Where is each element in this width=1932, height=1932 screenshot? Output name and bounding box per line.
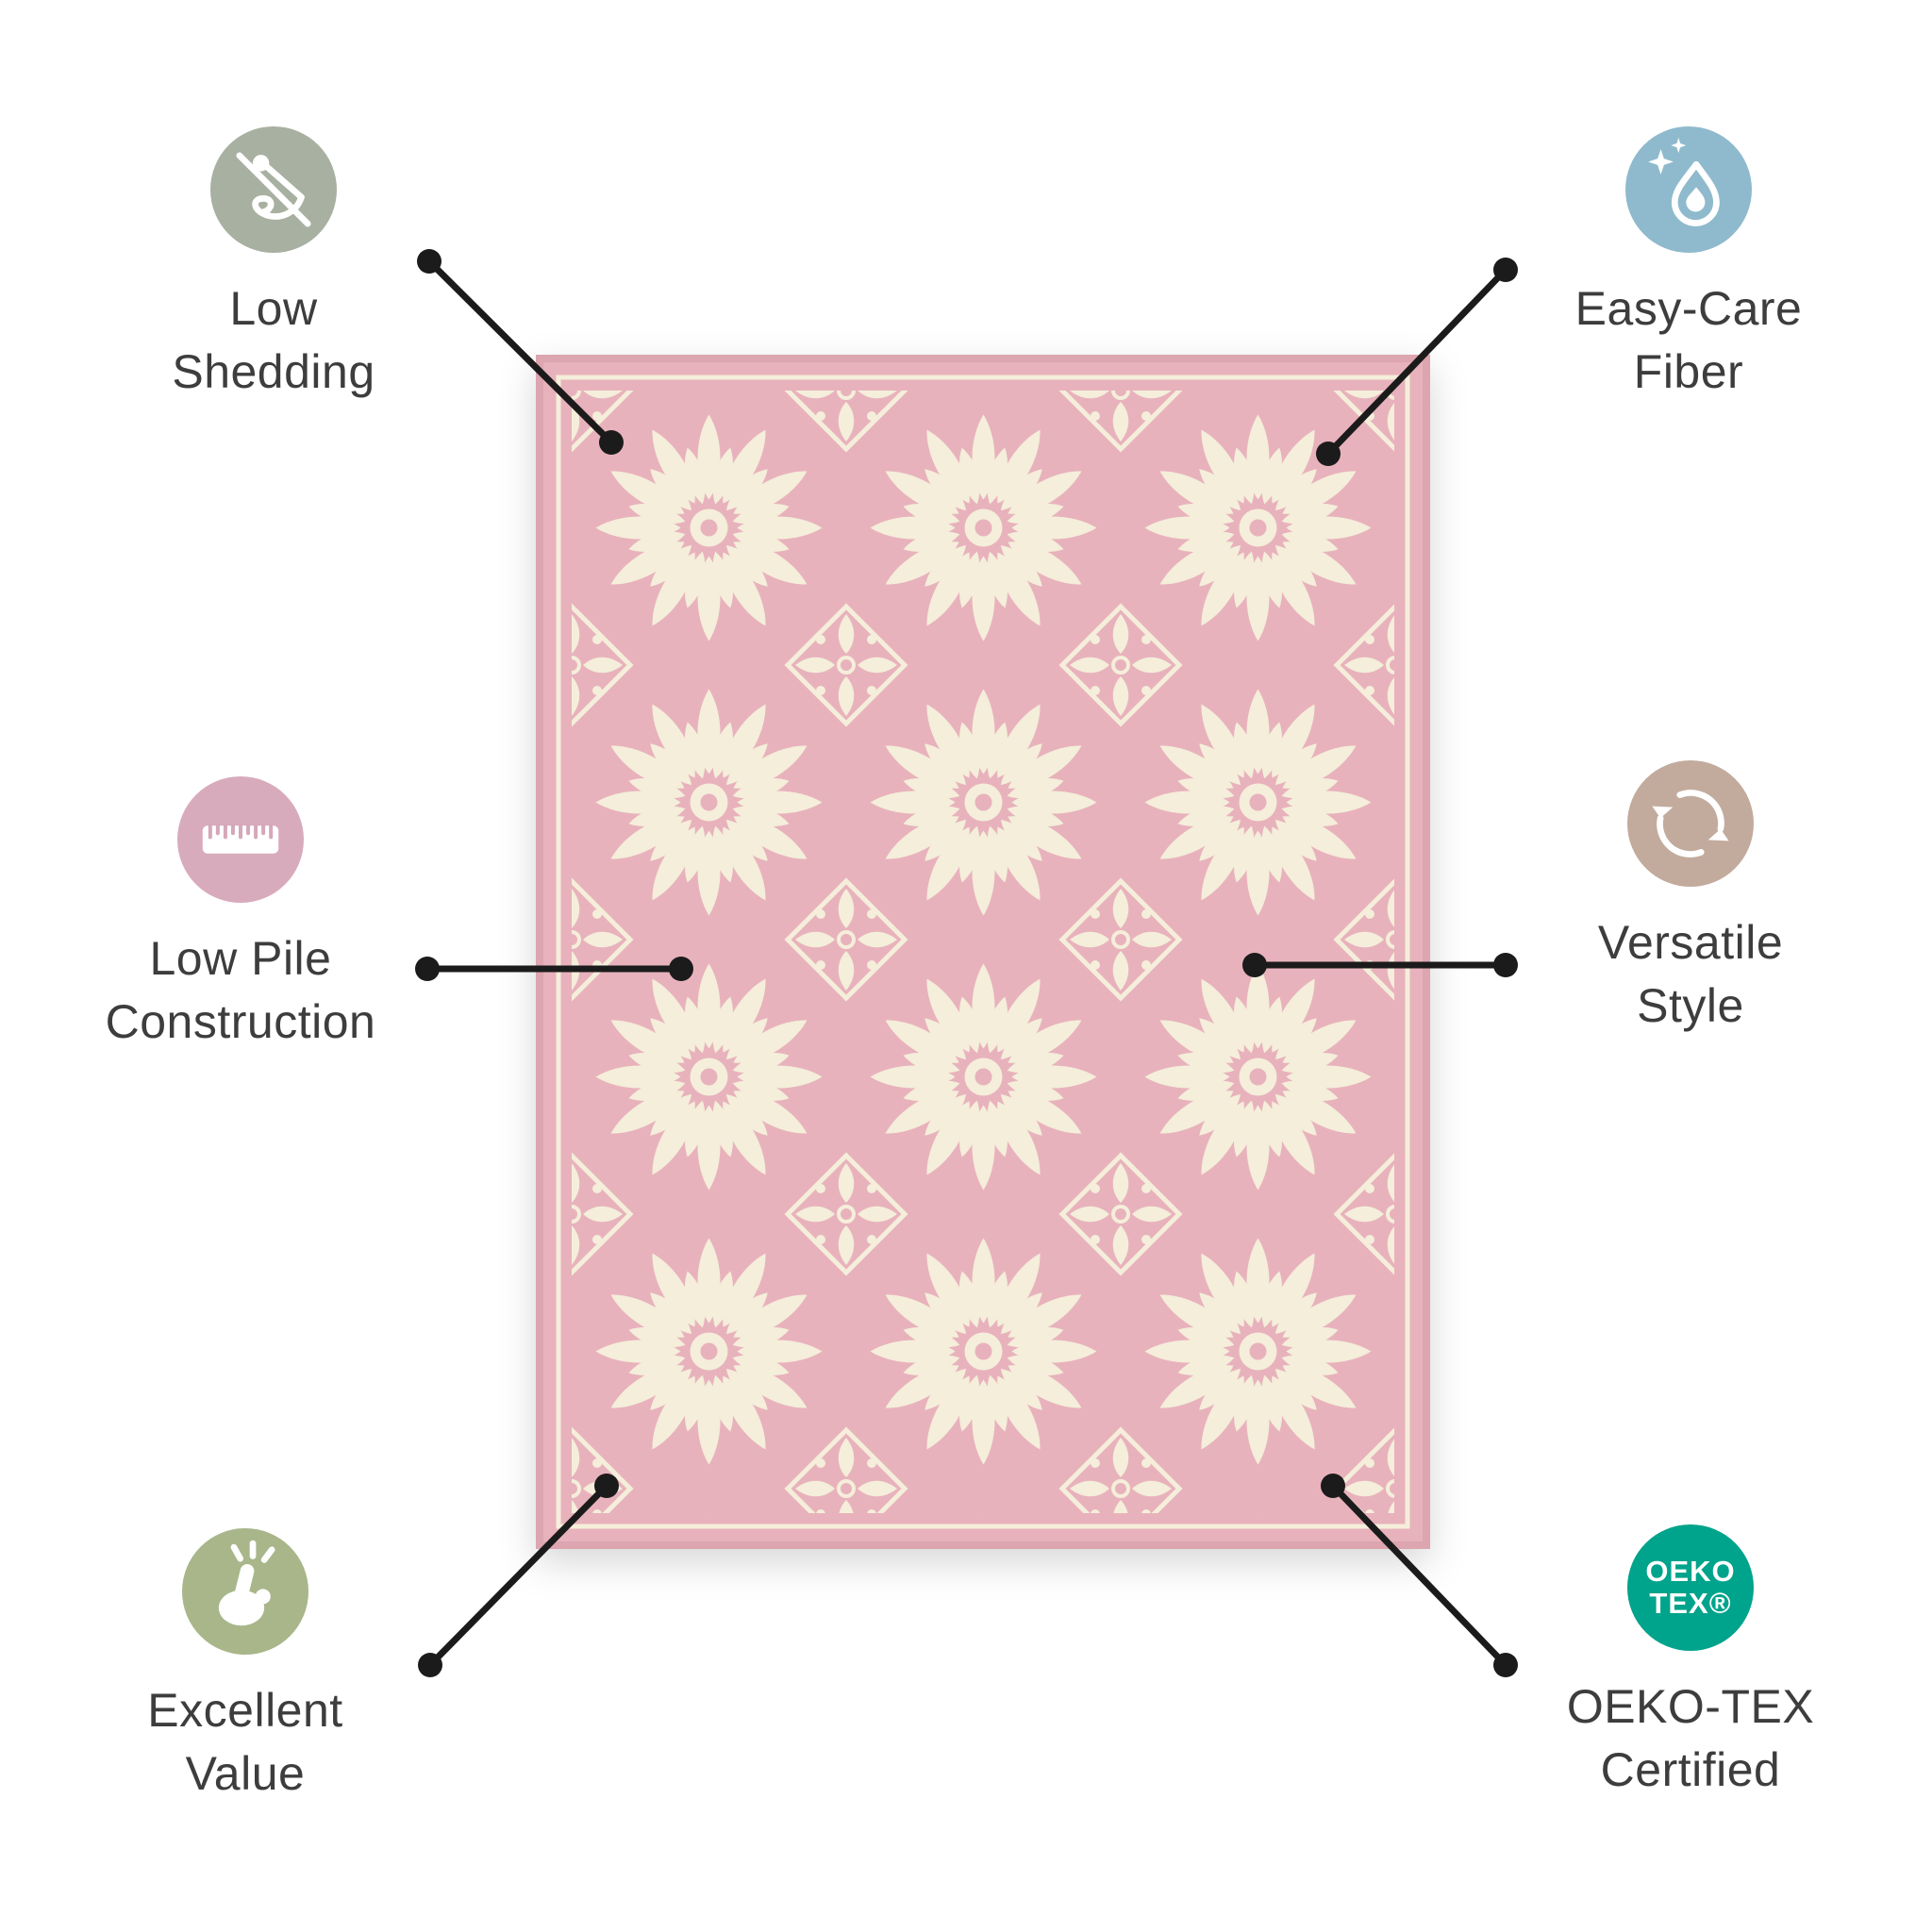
snapping-fingers-icon xyxy=(182,1528,308,1655)
label-line: Shedding xyxy=(172,345,375,398)
label-line: Fiber xyxy=(1633,345,1744,398)
label-line: Certified xyxy=(1600,1743,1781,1796)
oeko-tex-badge-icon: OEKO TEX® xyxy=(1627,1524,1754,1651)
ruler-icon xyxy=(177,776,304,903)
feature-label-low-shedding: Low Shedding xyxy=(172,277,375,404)
label-line: Easy-Care xyxy=(1574,282,1803,335)
feature-label-low-pile-construction: Low Pile Construction xyxy=(106,927,376,1054)
label-line: Value xyxy=(185,1747,306,1800)
label-line: Low xyxy=(229,282,318,335)
feature-low-pile-construction: Low Pile Construction xyxy=(33,776,448,1054)
oeko-tex-badge-text: OEKO TEX® xyxy=(1645,1556,1735,1620)
feature-low-shedding: Low Shedding xyxy=(66,126,481,404)
label-line: Low Pile xyxy=(149,932,332,985)
feature-versatile-style: Versatile Style xyxy=(1491,760,1890,1038)
rug-image xyxy=(536,355,1430,1554)
feature-label-versatile-style: Versatile Style xyxy=(1598,911,1783,1038)
needle-thread-crossed-icon xyxy=(210,126,337,253)
feature-easy-care-fiber: Easy-Care Fiber xyxy=(1481,126,1896,404)
rotating-arrows-icon xyxy=(1627,760,1754,887)
feature-label-oeko-tex-certified: OEKO-TEX Certified xyxy=(1567,1675,1814,1802)
badge-line: OEKO xyxy=(1645,1555,1736,1588)
label-line: Construction xyxy=(105,995,376,1048)
feature-label-easy-care-fiber: Easy-Care Fiber xyxy=(1575,277,1803,404)
badge-line: TEX® xyxy=(1649,1587,1732,1620)
water-drop-sparkles-icon xyxy=(1625,126,1752,253)
label-line: Versatile xyxy=(1597,916,1784,969)
feature-label-excellent-value: Excellent Value xyxy=(147,1679,342,1806)
label-line: OEKO-TEX xyxy=(1566,1680,1815,1733)
feature-oeko-tex-certified: OEKO TEX® OEKO-TEX Certified xyxy=(1483,1524,1898,1802)
feature-excellent-value: Excellent Value xyxy=(57,1528,434,1806)
label-line: Excellent xyxy=(147,1684,343,1737)
label-line: Style xyxy=(1637,979,1744,1032)
rug-graphic xyxy=(536,355,1430,1549)
